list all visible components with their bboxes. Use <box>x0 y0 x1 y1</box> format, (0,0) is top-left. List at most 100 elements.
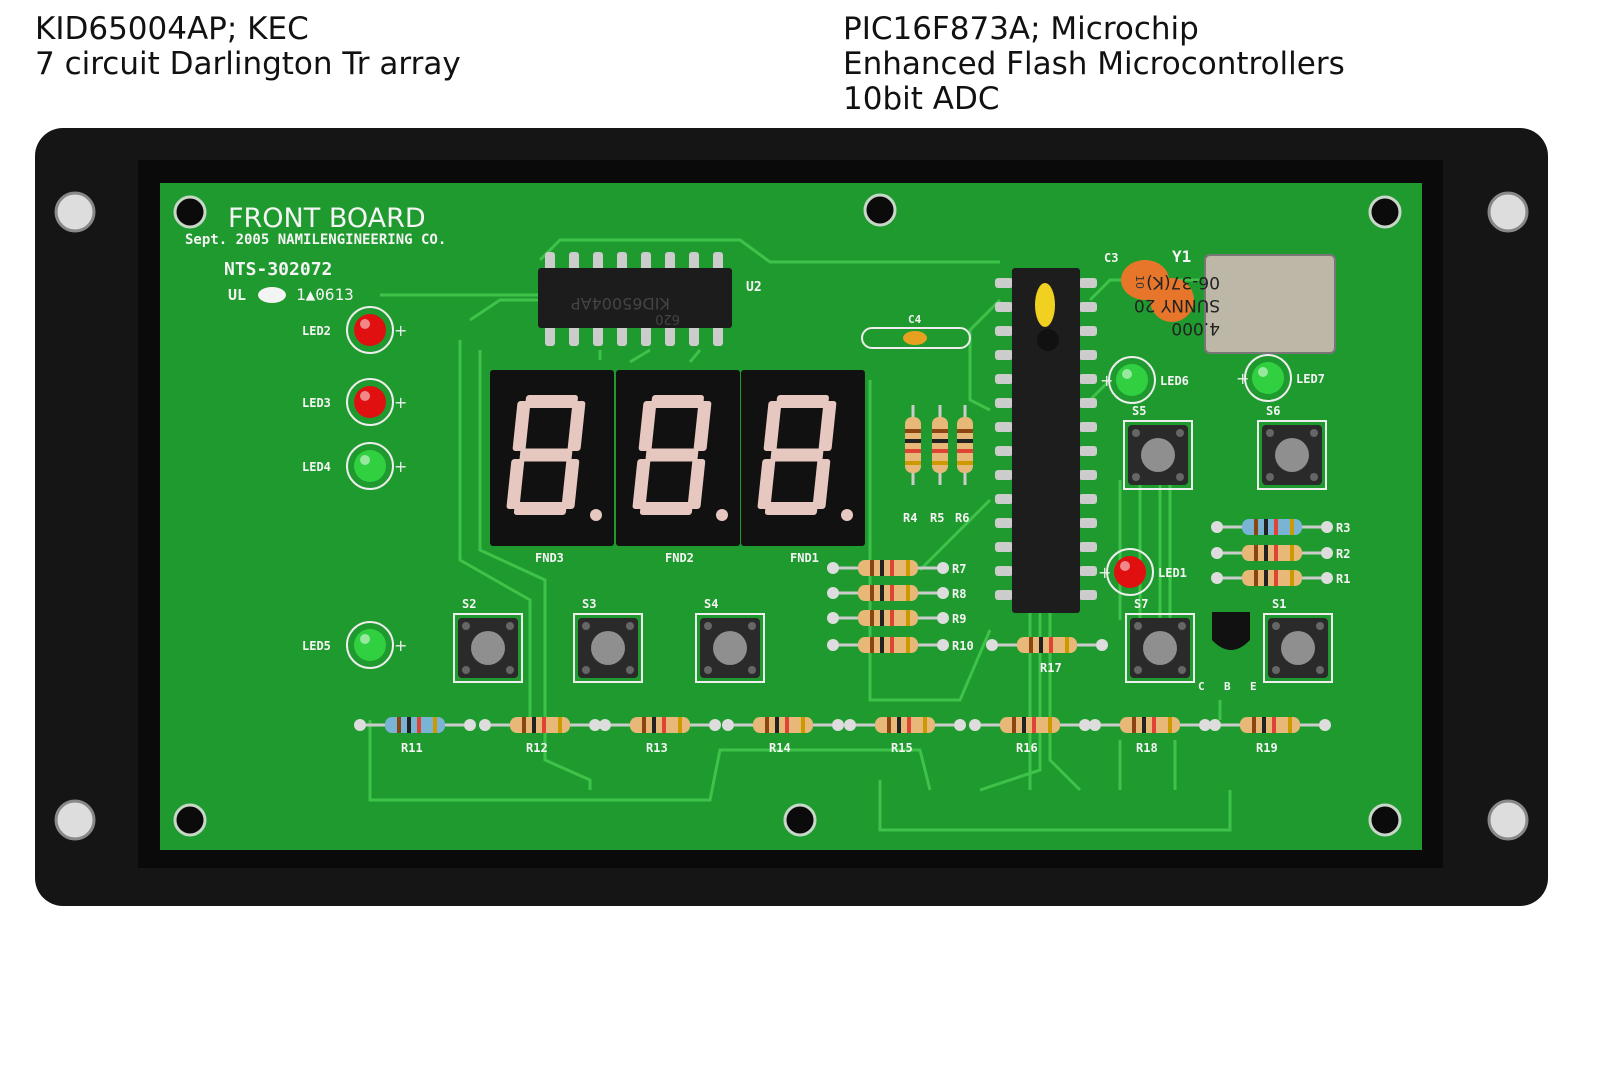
resistor-band <box>1039 637 1043 653</box>
switch-pin <box>1266 429 1274 437</box>
chip-pin <box>545 324 555 346</box>
solder-pad <box>479 719 491 731</box>
solder-pad <box>1079 719 1091 731</box>
switch-outline <box>1257 420 1327 490</box>
frame-mounting-hole <box>54 191 96 233</box>
board-mounting-hole <box>783 803 817 837</box>
chip-pin <box>1079 590 1097 600</box>
resistor-r13: R13 <box>599 717 721 755</box>
resistor-label: R7 <box>952 562 966 576</box>
chip-pin <box>545 252 555 272</box>
resistor-band <box>932 429 948 433</box>
resistor-r5: R5 <box>930 405 948 525</box>
display-segment <box>513 502 567 515</box>
chip-pin <box>1079 446 1097 456</box>
chip-pin <box>995 518 1013 528</box>
led-polarity-mark: + <box>394 636 407 655</box>
resistor-band <box>785 717 789 733</box>
display-segment <box>525 395 578 408</box>
display-label: FND2 <box>665 551 694 565</box>
resistor-band <box>880 585 884 601</box>
chip-pin <box>641 324 651 346</box>
switch-label: S7 <box>1134 597 1148 611</box>
led-highlight <box>360 391 370 401</box>
chip-pin <box>1079 278 1097 288</box>
led-label: LED1 <box>1158 566 1187 580</box>
switch-pin <box>748 622 756 630</box>
chip-pin <box>995 566 1013 576</box>
resistor-r8: R8 <box>827 585 966 601</box>
seven-segment-display: FND3 <box>490 370 614 565</box>
ul-logo: UL <box>228 286 246 304</box>
board-mounting-hole <box>1368 195 1402 229</box>
resistor-band <box>542 717 546 733</box>
switch-pin <box>582 622 590 630</box>
led-highlight <box>1120 561 1130 571</box>
resistor-band <box>923 717 927 733</box>
resistor-band <box>897 717 901 733</box>
resistor-band <box>932 439 948 443</box>
board-holes <box>173 193 1402 837</box>
solder-pad <box>827 639 839 651</box>
chip-pin <box>995 422 1013 432</box>
resistor-band <box>906 560 910 576</box>
switch-button <box>591 631 625 665</box>
resistor-band <box>1272 717 1276 733</box>
ceramic-capacitor <box>1150 278 1194 322</box>
chip-pin <box>1079 374 1097 384</box>
solder-pad <box>1199 719 1211 731</box>
switch-pin <box>1178 666 1186 674</box>
display-segment <box>812 459 831 509</box>
solder-pad <box>1319 719 1331 731</box>
resistor-label: R13 <box>646 741 668 755</box>
resistor-r16: R16 <box>969 717 1091 755</box>
resistor-label: R1 <box>1336 572 1350 586</box>
resistor-band <box>558 717 562 733</box>
solder-pad <box>1211 547 1223 559</box>
resistor-band <box>1049 637 1053 653</box>
led-polarity-mark: + <box>394 393 407 412</box>
solder-pad <box>464 719 476 731</box>
display-dot <box>716 509 728 521</box>
resistor-r17: R17 <box>986 637 1108 675</box>
resistor-band <box>1254 519 1258 535</box>
resistor-band <box>678 717 682 733</box>
led-outline <box>346 621 394 669</box>
switch-pin <box>1310 429 1318 437</box>
solder-pad <box>844 719 856 731</box>
resistor-band <box>652 717 656 733</box>
solder-pad <box>986 639 998 651</box>
switch-pin <box>462 622 470 630</box>
resistor-r2: R2 <box>1211 545 1350 561</box>
chip-pin <box>995 374 1013 384</box>
switch-pin <box>704 666 712 674</box>
led-outline <box>346 378 394 426</box>
display-segment <box>645 448 699 462</box>
led-led7: +LED7 <box>1236 354 1325 402</box>
switch-s1: S1 <box>1263 597 1333 683</box>
board-mounting-hole <box>173 803 207 837</box>
switch-s6: S6 <box>1257 404 1327 490</box>
resistor-r18: R18 <box>1089 717 1211 755</box>
resistor-band <box>1274 570 1278 586</box>
led-outline <box>1244 354 1292 402</box>
board-title: FRONT BOARD <box>228 203 426 234</box>
resistor-r19: R19 <box>1209 717 1331 755</box>
resistor-band <box>662 717 666 733</box>
switch-pin <box>1178 622 1186 630</box>
uh-logo <box>258 287 286 303</box>
transistor-pin-label: B <box>1224 680 1231 693</box>
seven-segment-display: FND1 <box>741 370 865 565</box>
resistor-label: R2 <box>1336 547 1350 561</box>
chip-pin <box>665 252 675 272</box>
solder-pad <box>954 719 966 731</box>
chip-notch <box>1037 329 1059 351</box>
display-segment <box>687 459 706 509</box>
led-label: LED4 <box>302 460 331 474</box>
silkscreen-text: FRONT BOARD Sept. 2005 NAMILENGINEERING … <box>185 203 762 304</box>
switch-pin <box>1310 473 1318 481</box>
resistor-band <box>907 717 911 733</box>
solder-pad <box>937 587 949 599</box>
